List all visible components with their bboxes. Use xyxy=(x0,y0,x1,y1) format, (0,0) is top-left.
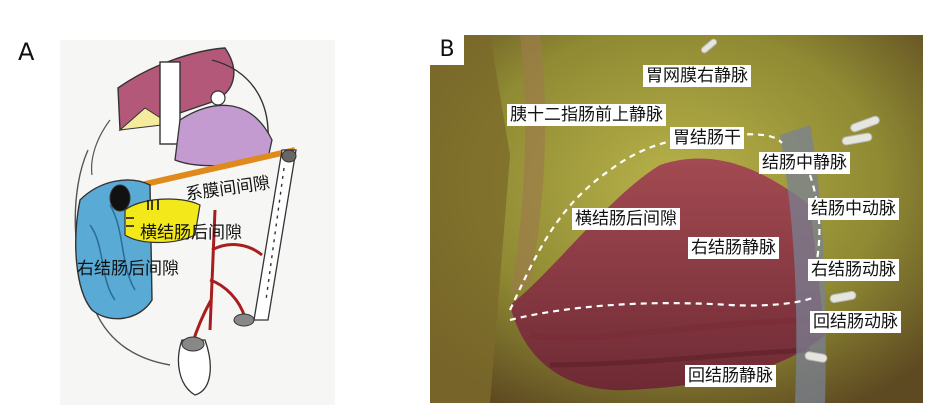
fiber-band-2 xyxy=(549,347,811,368)
label-right-retrocolic-space: 右结肠后间隙 xyxy=(77,259,179,279)
label-right-colic-artery: 右结肠动脉 xyxy=(808,259,899,281)
clip-6 xyxy=(829,290,857,304)
anatomy-schematic xyxy=(60,40,335,405)
dashed-line-upper xyxy=(509,133,783,311)
stomach-curve-line xyxy=(211,59,269,141)
panel-a-diagram: 系膜间间隙 横结肠后间隙 右结肠后间隙 xyxy=(0,0,420,419)
clip-2 xyxy=(850,115,880,133)
mesentery-shape xyxy=(174,104,273,167)
label-middle-colic-vein: 结肠中静脉 xyxy=(759,152,850,174)
colon-lumen-ring xyxy=(109,184,131,212)
colon-fold-1 xyxy=(89,224,116,301)
left-fold xyxy=(510,35,546,295)
esophagus-tube xyxy=(159,61,181,145)
red-vessel-tree xyxy=(190,209,263,346)
terminal-ileum-shape xyxy=(177,339,211,396)
tube-dash-line xyxy=(265,167,285,301)
panel-b-letter: B xyxy=(430,35,464,65)
label-transverse-retrocolic-space-b: 横结肠后间隙 xyxy=(572,208,680,230)
smv-vessel-band xyxy=(780,125,826,403)
tube-ring-top xyxy=(281,149,297,163)
ileum-ring xyxy=(181,336,205,352)
label-ant-sup-pancreaticoduodenal-vein: 胰十二指肠前上静脉 xyxy=(507,104,666,126)
label-gastrocolic-trunk: 胃结肠干 xyxy=(670,127,744,149)
colon-fold-2 xyxy=(109,204,136,291)
label-transverse-retrocolic-space-a: 横结肠后间隙 xyxy=(140,223,242,243)
fiber-band-1 xyxy=(529,317,811,341)
label-ileocolic-vein: 回结肠静脉 xyxy=(685,365,776,387)
clip-7 xyxy=(804,351,828,363)
label-right-gastroepiploic-vein: 胃网膜右静脉 xyxy=(643,65,751,87)
panel-a-letter: A xyxy=(18,38,35,66)
contour-line-upper xyxy=(90,119,111,176)
clip-1 xyxy=(700,38,718,54)
label-right-colic-vein: 右结肠静脉 xyxy=(688,237,779,259)
dashed-line-right xyxy=(808,174,821,266)
pancreas-shape xyxy=(124,198,201,244)
retrocolic-space-exposed xyxy=(510,158,825,391)
sigmoid-ring xyxy=(233,313,255,327)
label-ileocolic-artery: 回结肠动脉 xyxy=(810,311,901,333)
stomach-inner-yellow xyxy=(118,107,172,131)
panel-b-photo: B 胃网膜右静脉 胰十二指肠前上静脉 胃结肠干 结肠中静脉 结肠中动脉 横结肠后… xyxy=(430,35,923,403)
arrow-marks xyxy=(126,200,159,227)
left-tissue-shadow xyxy=(430,35,510,403)
label-middle-colic-artery: 结肠中动脉 xyxy=(808,198,899,220)
vessel-ring-upper xyxy=(210,90,226,106)
clip-3 xyxy=(841,132,873,146)
